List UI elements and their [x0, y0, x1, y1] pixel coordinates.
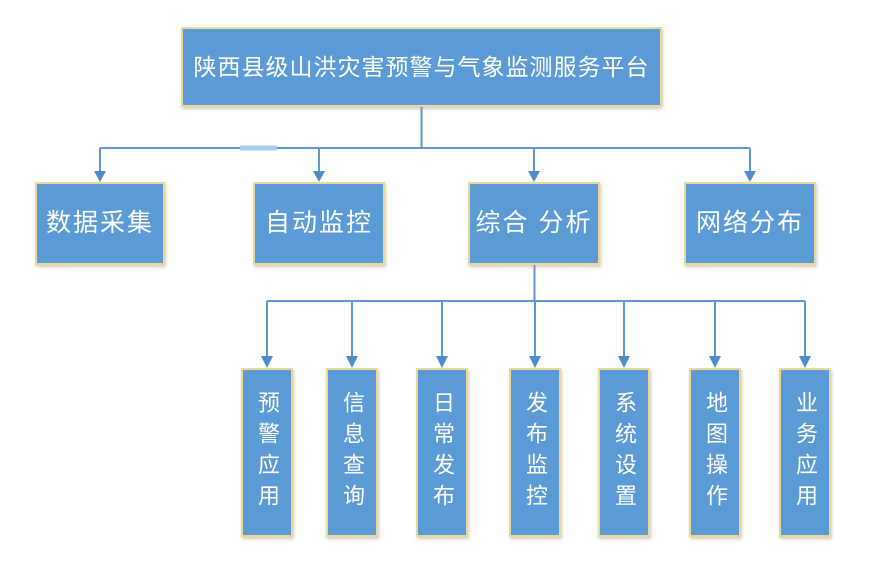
node-publish-monitoring: 发布监控 — [509, 368, 561, 537]
node-business-application: 业务应用 — [779, 368, 831, 537]
node-warning-application-label: 预警应用 — [255, 390, 280, 515]
node-data-collection-label: 数据采集 — [45, 209, 154, 238]
arrowhead-auto-monitoring — [313, 171, 325, 182]
node-network-distribution: 网络分布 — [684, 182, 816, 265]
node-network-distribution-label: 网络分布 — [695, 209, 804, 238]
arrowhead-data-collection — [94, 171, 106, 182]
node-platform-title-label: 陕西县级山洪灾害预警与气象监测服务平台 — [193, 53, 650, 80]
arrowhead-network-distribution — [744, 171, 756, 182]
arrowhead-publish-monitoring — [529, 356, 541, 368]
node-comprehensive-analysis-label: 综合 分析 — [475, 209, 593, 238]
node-system-settings: 系统设置 — [598, 368, 650, 537]
node-map-operation: 地图操作 — [689, 368, 741, 537]
node-system-settings-label: 系统设置 — [612, 390, 637, 515]
node-warning-application: 预警应用 — [241, 368, 293, 537]
arrowhead-warning-application — [261, 356, 273, 368]
node-info-query-label: 信息查询 — [340, 390, 365, 515]
arrowhead-comprehensive-analysis — [528, 171, 540, 182]
arrowhead-system-settings — [618, 356, 630, 368]
node-auto-monitoring: 自动监控 — [253, 182, 385, 265]
node-data-collection: 数据采集 — [35, 182, 165, 265]
node-platform-title: 陕西县级山洪灾害预警与气象监测服务平台 — [181, 27, 662, 107]
node-auto-monitoring-label: 自动监控 — [264, 209, 373, 238]
node-daily-publish: 日常发布 — [416, 368, 468, 537]
arrowhead-map-operation — [709, 356, 721, 368]
arrowhead-business-application — [799, 356, 811, 368]
node-daily-publish-label: 日常发布 — [430, 390, 455, 515]
arrowhead-info-query — [346, 356, 358, 368]
node-business-application-label: 业务应用 — [793, 390, 818, 515]
node-comprehensive-analysis: 综合 分析 — [468, 182, 600, 265]
node-map-operation-label: 地图操作 — [703, 390, 728, 515]
node-publish-monitoring-label: 发布监控 — [523, 390, 548, 515]
arrowhead-daily-publish — [436, 356, 448, 368]
node-info-query: 信息查询 — [326, 368, 378, 537]
